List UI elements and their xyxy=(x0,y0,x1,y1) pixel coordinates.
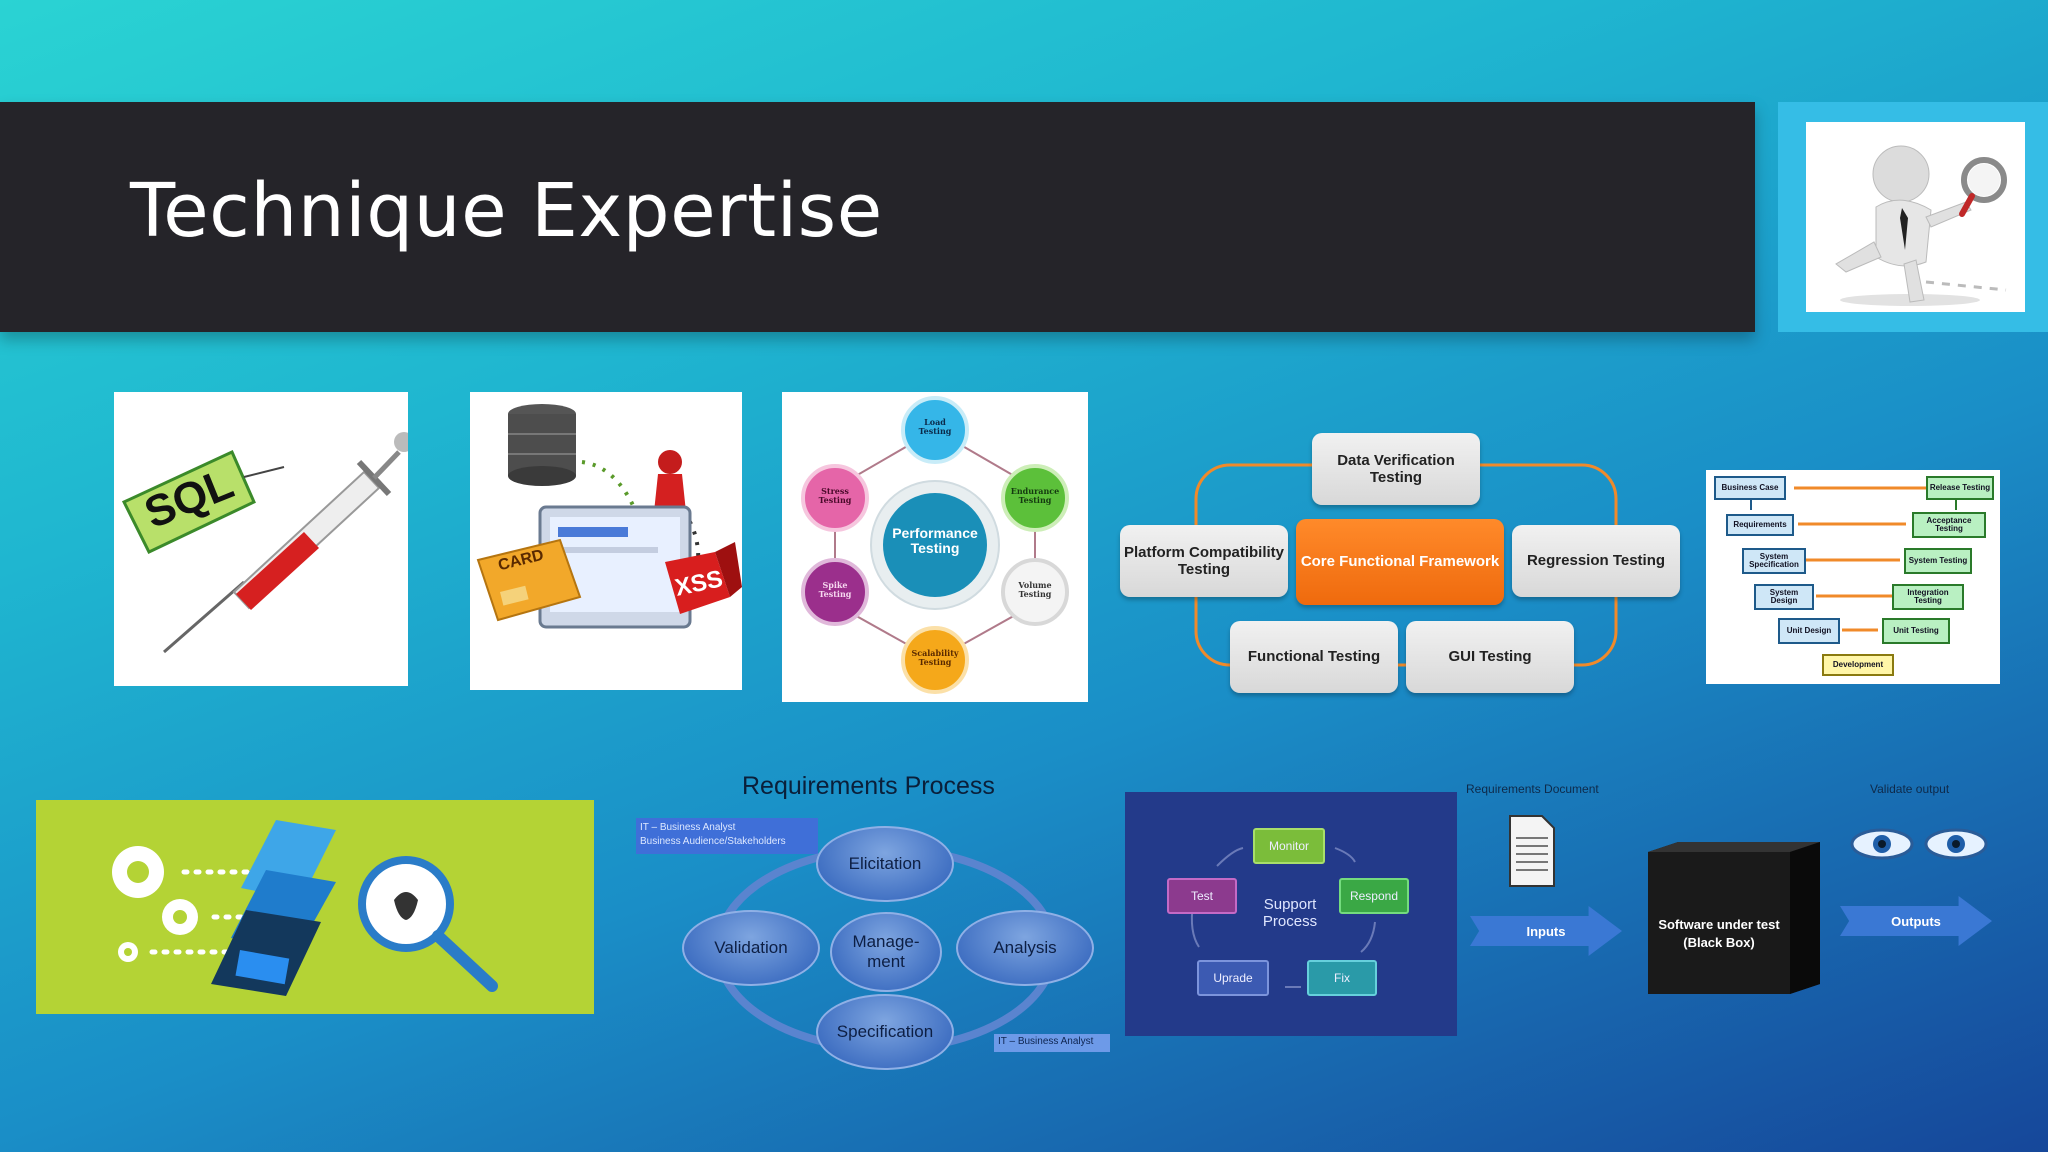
req-node-management: Manage-ment xyxy=(830,912,942,992)
support-node-fix: Fix xyxy=(1307,960,1377,996)
support-node-test: Test xyxy=(1167,878,1237,914)
magnifier-figure-image xyxy=(1806,122,2025,312)
requirements-bottom-tag: IT – Business Analyst xyxy=(994,1034,1110,1052)
requirements-title: Requirements Process xyxy=(742,772,995,800)
framework-node-core: Core Functional Framework xyxy=(1296,519,1504,605)
v-right-unit-testing: Unit Testing xyxy=(1882,618,1950,644)
requirements-document-label: Requirements Document xyxy=(1466,782,1599,796)
xss-panel: CARD XSS xyxy=(470,392,742,690)
v-model-panel: Business Case Requirements System Specif… xyxy=(1706,470,2000,684)
v-left-system-spec: System Specification xyxy=(1742,548,1806,574)
v-right-system-testing: System Testing xyxy=(1904,548,1972,574)
support-center-label: Support Process xyxy=(1262,896,1318,931)
framework-node-functional: Functional Testing xyxy=(1230,621,1398,693)
requirements-top-tag-line2: Business Audience/Stakeholders xyxy=(640,835,786,847)
slide-title: Technique Expertise xyxy=(130,168,883,254)
performance-ring xyxy=(801,396,1069,694)
v-right-integration-testing: Integration Testing xyxy=(1892,584,1964,610)
v-right-acceptance-testing: Acceptance Testing xyxy=(1912,512,1986,538)
title-bar xyxy=(0,102,1755,332)
support-node-uprade: Uprade xyxy=(1197,960,1269,996)
v-left-business-case: Business Case xyxy=(1714,476,1786,500)
req-node-elicitation: Elicitation xyxy=(816,826,954,902)
framework-node-gui: GUI Testing xyxy=(1406,621,1574,693)
req-node-validation: Validation xyxy=(682,910,820,986)
support-node-respond: Respond xyxy=(1339,878,1409,914)
performance-testing-panel: Performance Testing Load Testing Enduran… xyxy=(782,392,1088,702)
blackbox-label-line1: Software under test xyxy=(1658,917,1780,932)
blackbox-label-line2: (Black Box) xyxy=(1683,934,1755,950)
framework-node-regression: Regression Testing xyxy=(1512,525,1680,597)
framework-node-data-verification: Data Verification Testing xyxy=(1312,433,1480,505)
v-model-arrows xyxy=(1750,486,1957,632)
sql-injection-panel: SQL xyxy=(114,392,408,686)
v-right-release-testing: Release Testing xyxy=(1926,476,1994,500)
mobile-testing-panel xyxy=(36,800,594,1014)
perf-node-volume: Volume Testing xyxy=(1018,580,1052,599)
xss-illustration xyxy=(476,404,742,629)
requirements-top-tag: IT – Business Analyst Business Audience/… xyxy=(636,818,818,854)
perf-node-scalability: Scalability Testing xyxy=(911,648,959,667)
requirements-process: Requirements Process IT – Business Analy… xyxy=(630,760,1120,1080)
perf-node-endurance: Endurance Testing xyxy=(1010,486,1060,505)
perf-node-stress: Stress Testing xyxy=(818,486,852,505)
v-left-system-design: System Design xyxy=(1754,584,1814,610)
blackbox-label: Software under test (Black Box) xyxy=(1648,916,1790,951)
req-node-analysis: Analysis xyxy=(956,910,1094,986)
perf-node-load: Load Testing xyxy=(918,417,952,436)
framework-diagram: Data Verification Testing Platform Compa… xyxy=(1112,425,1682,695)
support-process-panel: Monitor Test Respond Uprade Fix Support … xyxy=(1125,792,1457,1036)
blackbox-diagram: Requirements Document Validate output In… xyxy=(1462,776,1998,1010)
perf-node-spike: Spike Testing xyxy=(818,580,852,599)
performance-center-label: Performance Testing xyxy=(892,525,978,557)
blackbox-illustration xyxy=(1509,815,1988,994)
v-left-unit-design: Unit Design xyxy=(1778,618,1840,644)
req-node-specification: Specification xyxy=(816,994,954,1070)
framework-node-platform-compat: Platform Compatibility Testing xyxy=(1120,525,1288,597)
v-left-requirements: Requirements xyxy=(1726,514,1794,536)
magnifier-figure-illustration xyxy=(1835,145,2007,306)
syringe-illustration xyxy=(121,432,408,654)
mobile-testing-illustration xyxy=(112,820,498,996)
support-node-monitor: Monitor xyxy=(1253,828,1325,864)
validate-output-label: Validate output xyxy=(1870,782,1950,796)
requirements-top-tag-line1: IT – Business Analyst xyxy=(640,822,736,833)
v-bottom-development: Development xyxy=(1822,654,1894,676)
